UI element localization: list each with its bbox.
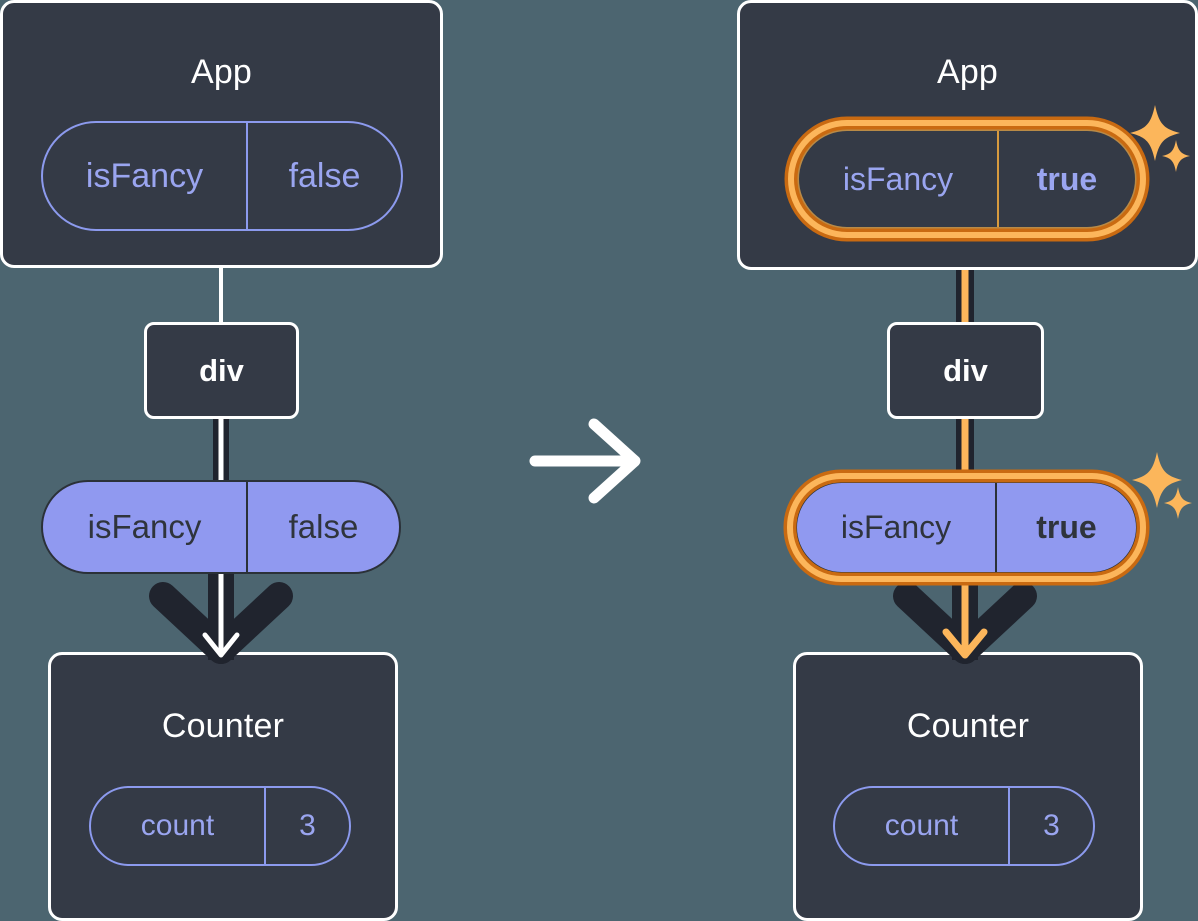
- app-prop-value: true: [1036, 160, 1098, 197]
- sparkle-icon-prop: [1132, 452, 1192, 519]
- counter-box-title: Counter: [906, 707, 1030, 745]
- highlight-ring-prop-pill: [783, 469, 1150, 586]
- div-box-title: div: [943, 352, 988, 388]
- render-arrow-after: [893, 574, 1037, 664]
- counter-state-value: 3: [1043, 809, 1060, 842]
- render-arrow-before: [149, 574, 293, 664]
- prop-pill-value: false: [288, 508, 359, 545]
- counter-state-value: 3: [299, 809, 316, 842]
- app-box-title: App: [936, 53, 999, 91]
- app-prop-value: false: [288, 156, 361, 195]
- app-box-title: App: [190, 53, 253, 91]
- counter-state-pill-after[interactable]: count 3: [833, 786, 1095, 866]
- sparkle-icon-app: [1130, 105, 1190, 172]
- app-prop-pill-before[interactable]: isFancy false: [41, 121, 403, 231]
- app-prop-key: isFancy: [43, 123, 248, 229]
- prop-pill-key: isFancy: [43, 482, 248, 572]
- counter-state-pill-before[interactable]: count 3: [89, 786, 351, 866]
- counter-state-key: count: [835, 788, 1010, 864]
- counter-state-key: count: [91, 788, 266, 864]
- prop-pill-value: true: [1036, 509, 1097, 545]
- prop-pill-after[interactable]: isFancy true: [795, 481, 1138, 574]
- highlight-ring-app-pill: [784, 116, 1150, 242]
- counter-box-title: Counter: [161, 707, 285, 745]
- app-prop-key: isFancy: [799, 131, 999, 227]
- div-box-before: div: [144, 322, 299, 419]
- app-prop-pill-after[interactable]: isFancy true: [797, 129, 1137, 229]
- div-box-after: div: [887, 322, 1044, 419]
- div-box-title: div: [199, 352, 244, 388]
- prop-pill-key: isFancy: [797, 483, 997, 572]
- arrow-right-icon: [529, 418, 641, 504]
- prop-pill-before[interactable]: isFancy false: [41, 480, 401, 574]
